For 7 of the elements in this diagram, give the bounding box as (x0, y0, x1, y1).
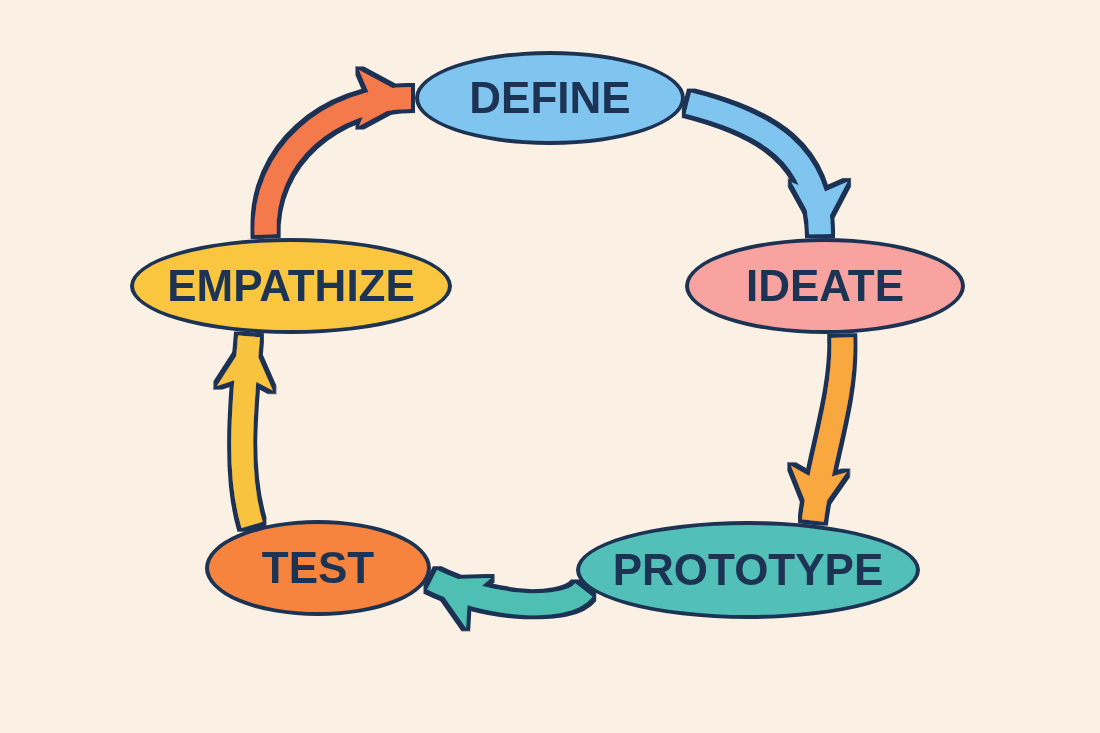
step-label: EMPATHIZE (167, 264, 415, 308)
arrow (685, 92, 845, 235)
step-label: IDEATE (745, 264, 905, 308)
step-label: PROTOTYPE (612, 548, 884, 592)
step-label: DEFINE (469, 76, 631, 120)
step-label: TEST (261, 546, 375, 590)
arrow (254, 73, 412, 235)
